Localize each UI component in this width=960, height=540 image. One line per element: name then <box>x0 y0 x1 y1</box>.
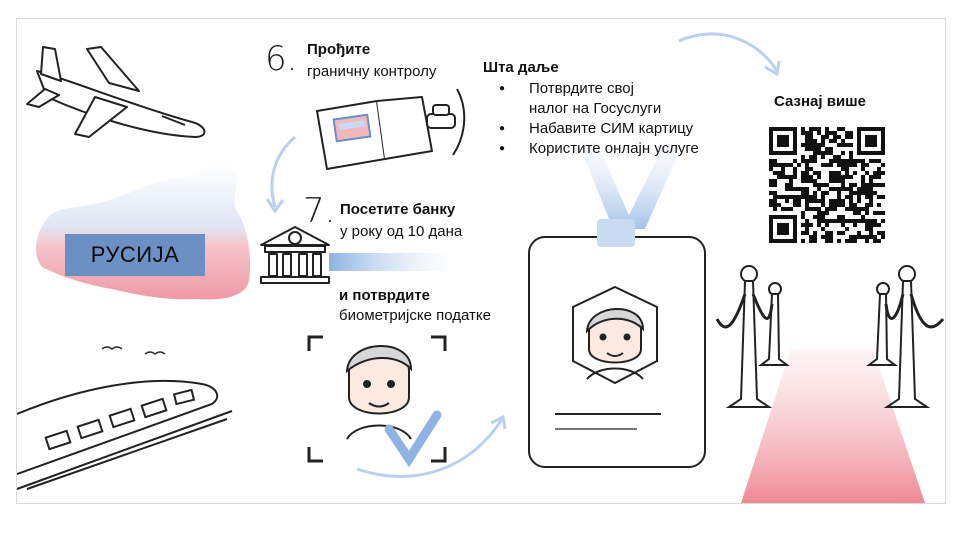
bank-icon <box>260 226 330 284</box>
step-6-title: Прођите <box>307 41 371 58</box>
step-7-title: Посетите банку <box>340 201 456 218</box>
passport-icon <box>316 96 433 170</box>
stamp-icon <box>426 88 466 156</box>
step-7-confirm-title: и потврдите <box>339 287 431 304</box>
step-6-number: 6. <box>265 39 298 79</box>
russia-map <box>35 164 251 300</box>
person-face <box>345 345 413 440</box>
step-7-confirm-subtitle: биометријске податке <box>339 307 491 324</box>
next-item-online: Користите онлајн услуге <box>495 139 735 159</box>
train-icon <box>17 379 233 490</box>
slide: РУСИЈА 6. Прођите граничну контролу 7. П… <box>16 18 946 504</box>
red-carpet-icon <box>741 349 925 503</box>
face-scan-icon <box>307 335 447 463</box>
qr-code-icon[interactable] <box>769 127 885 243</box>
next-item-sim: Набавите СИМ картицу <box>495 119 735 139</box>
learn-more-title: Сазнај више <box>774 93 867 110</box>
checkmark-icon <box>384 410 442 468</box>
country-label: РУСИЈА <box>65 234 205 276</box>
step-7-subtitle: у року од 10 дана <box>340 223 463 240</box>
next-steps-title: Шта даље <box>483 59 559 76</box>
stanchion-icon <box>715 265 945 408</box>
step-7-number: 7. <box>303 191 336 231</box>
step-6-subtitle: граничну контролу <box>307 63 437 80</box>
id-badge-icon <box>528 219 706 468</box>
airplane-icon <box>26 46 206 138</box>
